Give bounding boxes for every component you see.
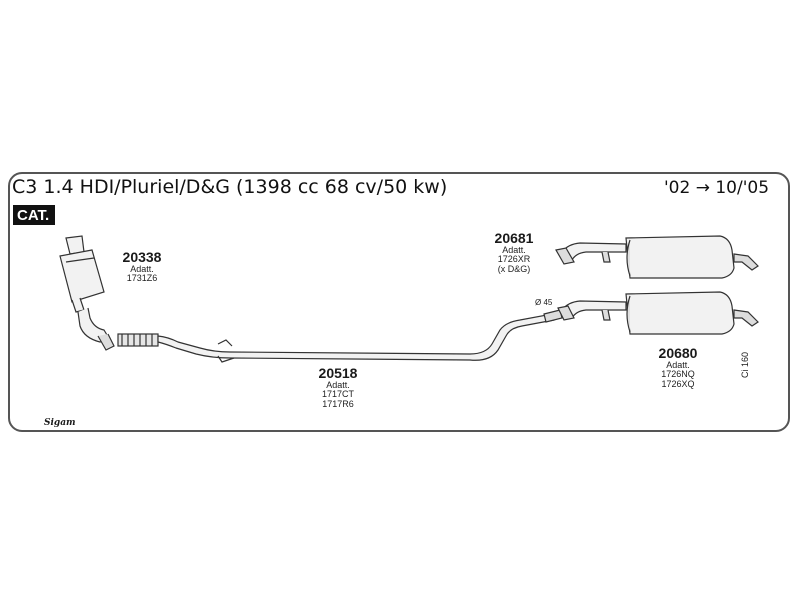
part-label-20680: 20680 Adatt. 1726NQ 1726XQ [648, 346, 708, 389]
part-code: 1726XQ [661, 378, 695, 389]
vehicle-title: C3 1.4 HDI/Pluriel/D&G (1398 cc 68 cv/50… [12, 176, 448, 198]
part-number: 20338 [122, 249, 162, 265]
part-code: 1731Z6 [126, 273, 158, 284]
catalytic-converter-20338 [59, 235, 115, 351]
part-note: Adatt. [130, 263, 154, 274]
diameter-label: Ø 45 [535, 298, 553, 307]
part-number: 20680 [658, 345, 698, 361]
mid-pipe-20518 [117, 309, 563, 363]
rear-muffler-20681 [555, 235, 759, 279]
part-label-20518: 20518 Adatt. 1717CT 1717R6 [308, 366, 368, 409]
part-code: 1717R6 [322, 398, 354, 409]
part-number: 20518 [318, 365, 358, 381]
part-label-20338: 20338 Adatt. 1731Z6 [112, 250, 172, 284]
cat-badge: CAT. [13, 205, 56, 225]
part-number: 20681 [494, 230, 534, 246]
catalog-code: Ci 160 [740, 351, 750, 378]
part-note: Adatt. [666, 359, 690, 370]
part-code: 1726XR [497, 254, 531, 265]
diagram-frame [8, 172, 790, 432]
part-code: (x D&G) [497, 263, 531, 274]
part-label-20681: 20681 Adatt. 1726XR (x D&G) [484, 231, 544, 274]
part-code: 1717CT [321, 389, 355, 400]
rear-muffler-20680 [557, 291, 759, 335]
brand-logo: Sigam [44, 418, 76, 428]
part-code: 1726NQ [661, 369, 695, 380]
production-years: '02 → 10/'05 [664, 178, 770, 198]
part-note: Adatt. [326, 379, 350, 390]
part-note: Adatt. [502, 244, 526, 255]
